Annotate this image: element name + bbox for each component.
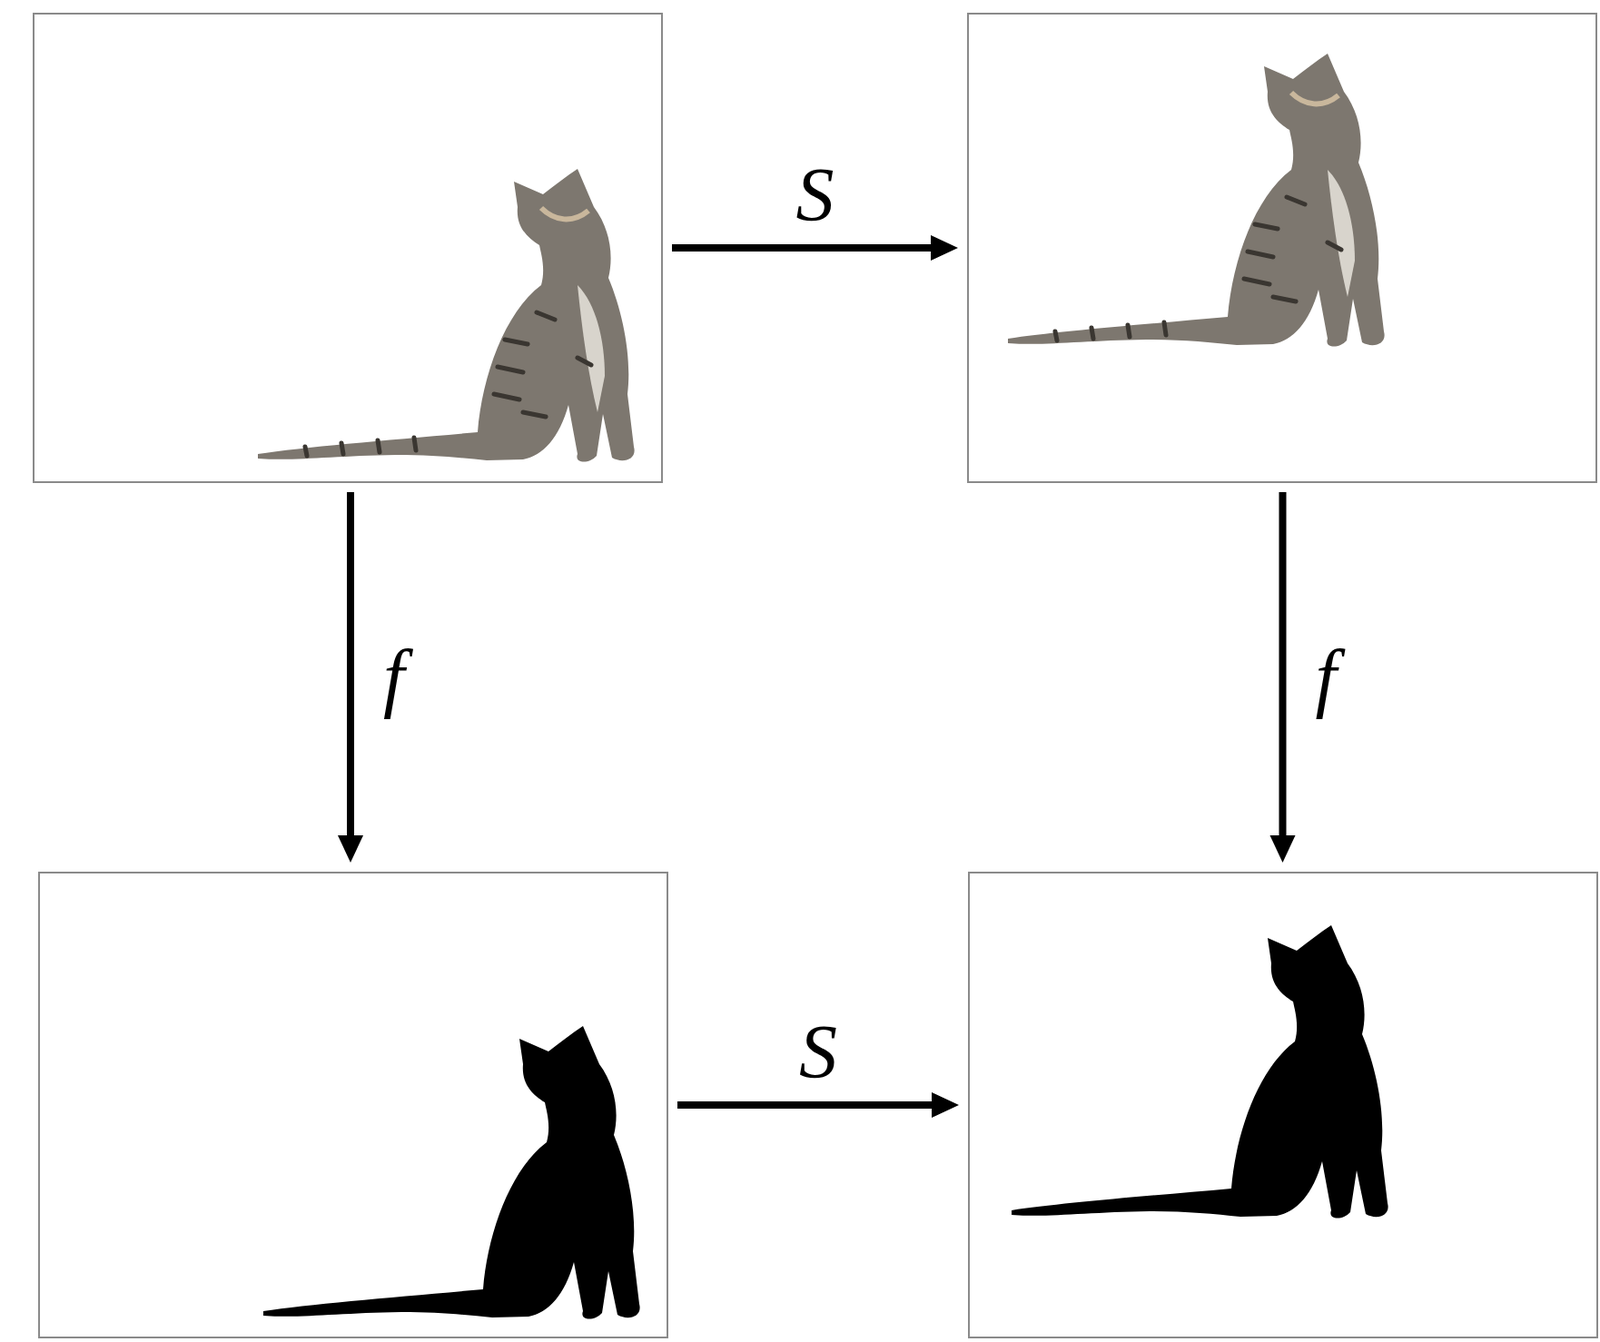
edge-label: f: [1315, 639, 1337, 716]
image-frame: [32, 12, 663, 484]
edge-label: f: [383, 639, 405, 716]
cat-silhouette: [1011, 925, 1389, 1219]
tabby-cat: [257, 168, 635, 463]
image-frame: [38, 871, 669, 1339]
arrow: [677, 1092, 959, 1118]
cat-silhouette: [263, 1026, 641, 1320]
arrow: [337, 492, 364, 863]
arrow: [1270, 492, 1296, 863]
image-frame: [967, 12, 1598, 484]
arrow: [671, 235, 959, 261]
edge-label: S: [796, 157, 835, 234]
tabby-cat: [1007, 53, 1385, 347]
edge-label: S: [799, 1014, 838, 1091]
image-frame: [967, 871, 1599, 1339]
